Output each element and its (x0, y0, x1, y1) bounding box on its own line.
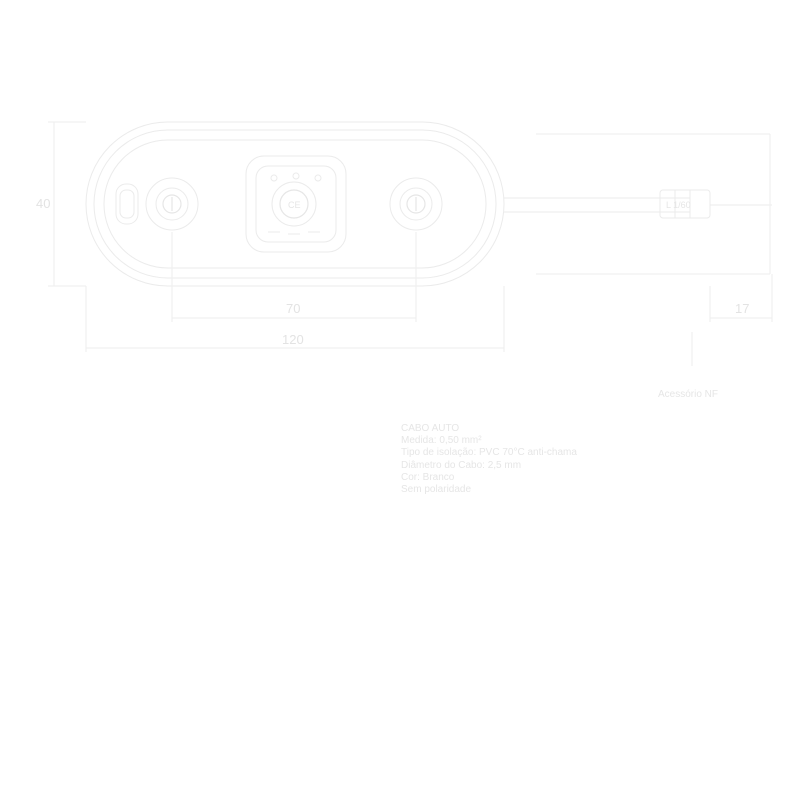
left-screw-ring-mid (155, 187, 189, 221)
right-housing (536, 133, 771, 275)
drawing-reference: Acessório NF (658, 389, 719, 400)
lamp-inner-outline (103, 139, 487, 269)
spec-line-color: Cor: Branco (401, 471, 455, 483)
spec-line-insulation: Tipo de isolação: PVC 70°C anti-chama (401, 447, 577, 459)
center-dot-3 (314, 174, 322, 182)
cable-length-label: 17 (735, 301, 749, 316)
cable-label: L 1/60 (666, 200, 691, 210)
cable-dimension: 17 (691, 274, 773, 366)
length-dimension: 120 (85, 286, 505, 352)
center-module-inner (255, 165, 337, 243)
spacing-dimension: 70 (171, 232, 417, 322)
left-slot-outline (115, 183, 139, 225)
length-label: 120 (282, 332, 304, 347)
right-screw-ring-outer (389, 177, 443, 231)
spec-block: CABO AUTO Medida: 0,50 mm² Tipo de isola… (401, 423, 577, 496)
left-slot (115, 183, 139, 225)
height-label: 40 (36, 196, 50, 211)
left-screw (145, 177, 199, 231)
left-slot-inner (119, 189, 135, 219)
right-screw-ring-mid (399, 187, 433, 221)
spec-line-gauge: Medida: 0,50 mm² (401, 435, 482, 447)
lamp-outer-outline (85, 121, 505, 287)
left-screw-ring-outer (145, 177, 199, 231)
right-screw-head (406, 194, 426, 214)
lamp-body (85, 121, 505, 287)
spec-line-polarity: Sem polaridade (401, 484, 472, 496)
center-module-outer (245, 155, 347, 253)
left-screw-head (162, 194, 182, 214)
center-ring-inner (279, 189, 309, 219)
cable-assembly: L 1/60 (504, 189, 772, 219)
center-badge: CE (288, 200, 301, 210)
center-ring-outer (271, 181, 317, 227)
right-screw (389, 177, 443, 231)
height-dimension: 40 (36, 121, 86, 287)
center-dot-1 (270, 174, 278, 182)
center-dot-2 (292, 172, 300, 180)
lamp-mid-outline (93, 129, 497, 279)
spec-line-diameter: Diâmetro do Cabo: 2,5 mm (401, 459, 522, 471)
cable-connector (659, 189, 711, 219)
spec-line-cable-type: CABO AUTO (401, 423, 460, 434)
center-module: CE (245, 155, 347, 253)
spacing-label: 70 (286, 301, 300, 316)
